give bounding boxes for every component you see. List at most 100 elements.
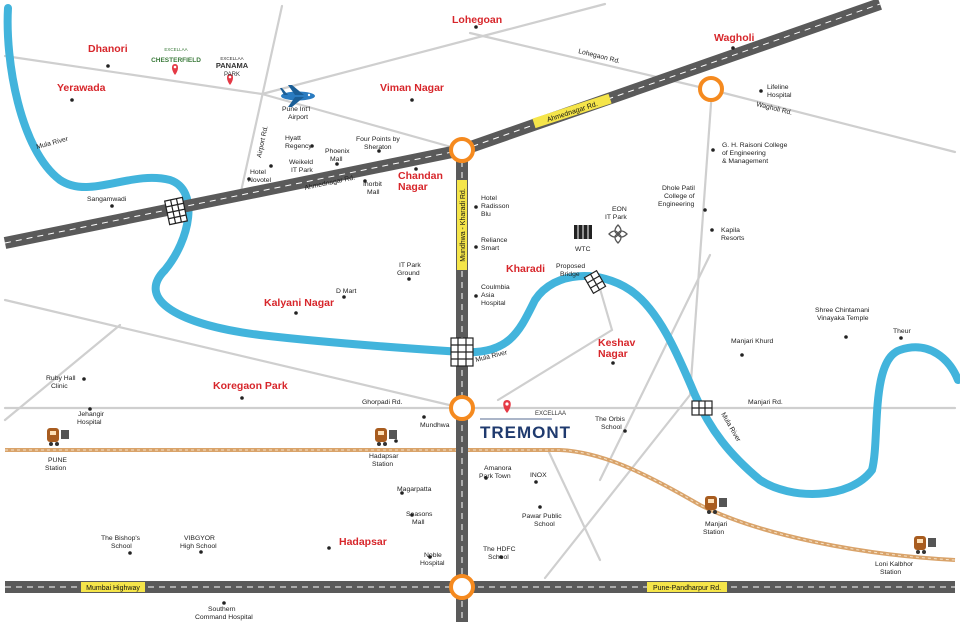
place-dot: [759, 89, 763, 93]
place-dot: [110, 204, 114, 208]
ahmednagar-rd-highlight: Ahmednagar Rd.: [532, 93, 612, 129]
area-viman-nagar: Viman Nagar: [380, 82, 444, 94]
area-koregaon-park: Koregaon Park: [213, 380, 288, 392]
junction-circle: [449, 137, 475, 163]
highways: [3, 0, 955, 622]
place-dot: [407, 277, 411, 281]
mumbai-highway-highlight: Mumbai Highway: [81, 582, 145, 592]
place-dot: [394, 439, 398, 443]
place-dot: [899, 336, 903, 340]
place-dot: [623, 429, 627, 433]
road-manjari-south: [543, 393, 692, 580]
place-dot: [294, 311, 298, 315]
place-dot: [199, 550, 203, 554]
place-dot: [731, 46, 735, 50]
place-dot: [484, 476, 488, 480]
road-hadapsar-east: [546, 448, 602, 562]
place-dot: [410, 513, 414, 517]
panama-top: EXCELLAA: [220, 56, 243, 61]
place-manjari-khurd: Manjari Khurd: [731, 338, 774, 345]
place-dot: [327, 546, 331, 550]
junction-circle: [449, 395, 475, 421]
mumbai-highway-label: Mumbai Highway: [86, 585, 140, 592]
bridge-icon: [583, 269, 607, 295]
place-dot: [128, 551, 132, 555]
road-proposed: [496, 328, 614, 402]
train-icon: [47, 428, 69, 446]
train-icon: [914, 536, 936, 554]
area-hadapsar: Hadapsar: [339, 536, 387, 548]
tremont-top: EXCELLAA: [535, 411, 566, 417]
place-dot: [711, 148, 715, 152]
place-dot: [410, 98, 414, 102]
place-sangamwadi: Sangamwadi: [87, 196, 127, 203]
airport-rd-label: Airport Rd.: [256, 125, 270, 158]
area-dhanori: Dhanori: [88, 43, 128, 55]
road-koregaon-west: [3, 298, 464, 410]
place-dot: [342, 295, 346, 299]
pune-pandharpur-label: Pune-Pandharpur Rd.: [653, 585, 721, 592]
mundhwa-kharadi-label: Mundhwa - Kharadi Rd.: [460, 188, 467, 262]
bridges: [163, 196, 713, 416]
place-dot: [82, 377, 86, 381]
place-dot: [88, 407, 92, 411]
place-dot: [363, 179, 367, 183]
place-dot: [377, 149, 381, 153]
place-dot: [474, 205, 478, 209]
place-dot: [703, 208, 707, 212]
airplane-icon: [280, 85, 315, 107]
chesterfield-logo: EXCELLAA CHESTERFIELD: [151, 47, 201, 64]
wagholi-rd-label: Wagholi Rd.: [756, 101, 793, 117]
wtc-building-icon: [574, 225, 592, 239]
road-lohegaon: [260, 2, 607, 96]
area-lohegoan: Lohegoan: [452, 14, 502, 26]
tremont-name: TREMONT: [480, 423, 571, 442]
chesterfield-top: EXCELLAA: [164, 47, 187, 52]
road-kapila: [688, 88, 714, 397]
road-wagholi: [710, 88, 957, 154]
area-kalyani-nagar: Kalyani Nagar: [264, 297, 334, 309]
place-dot: [844, 335, 848, 339]
place-dot: [538, 505, 542, 509]
area-labels: Lohegoan Wagholi Dhanori Yerawada Viman …: [57, 14, 755, 548]
place-dot: [428, 555, 432, 559]
tremont-pin-icon: [503, 400, 511, 413]
place-dot: [474, 245, 478, 249]
tremont-logo: EXCELLAA TREMONT: [480, 411, 571, 442]
place-dot: [70, 98, 74, 102]
mula-river: [3, 4, 960, 498]
area-keshav-nagar: Keshav Nagar: [598, 337, 638, 360]
junctions: [449, 76, 724, 600]
place-wtc: WTC: [575, 246, 591, 253]
place-dot: [422, 415, 426, 419]
ghorpadi-rd-label: Ghorpadi Rd.: [362, 399, 403, 406]
panama-park-logo: EXCELLAA PANAMA PARK: [216, 56, 249, 78]
place-dot: [474, 294, 478, 298]
panama-sub: PARK: [224, 72, 240, 78]
eon-logo-icon: [608, 224, 628, 244]
place-dot: [414, 167, 418, 171]
place-theur: Theur: [893, 328, 911, 335]
